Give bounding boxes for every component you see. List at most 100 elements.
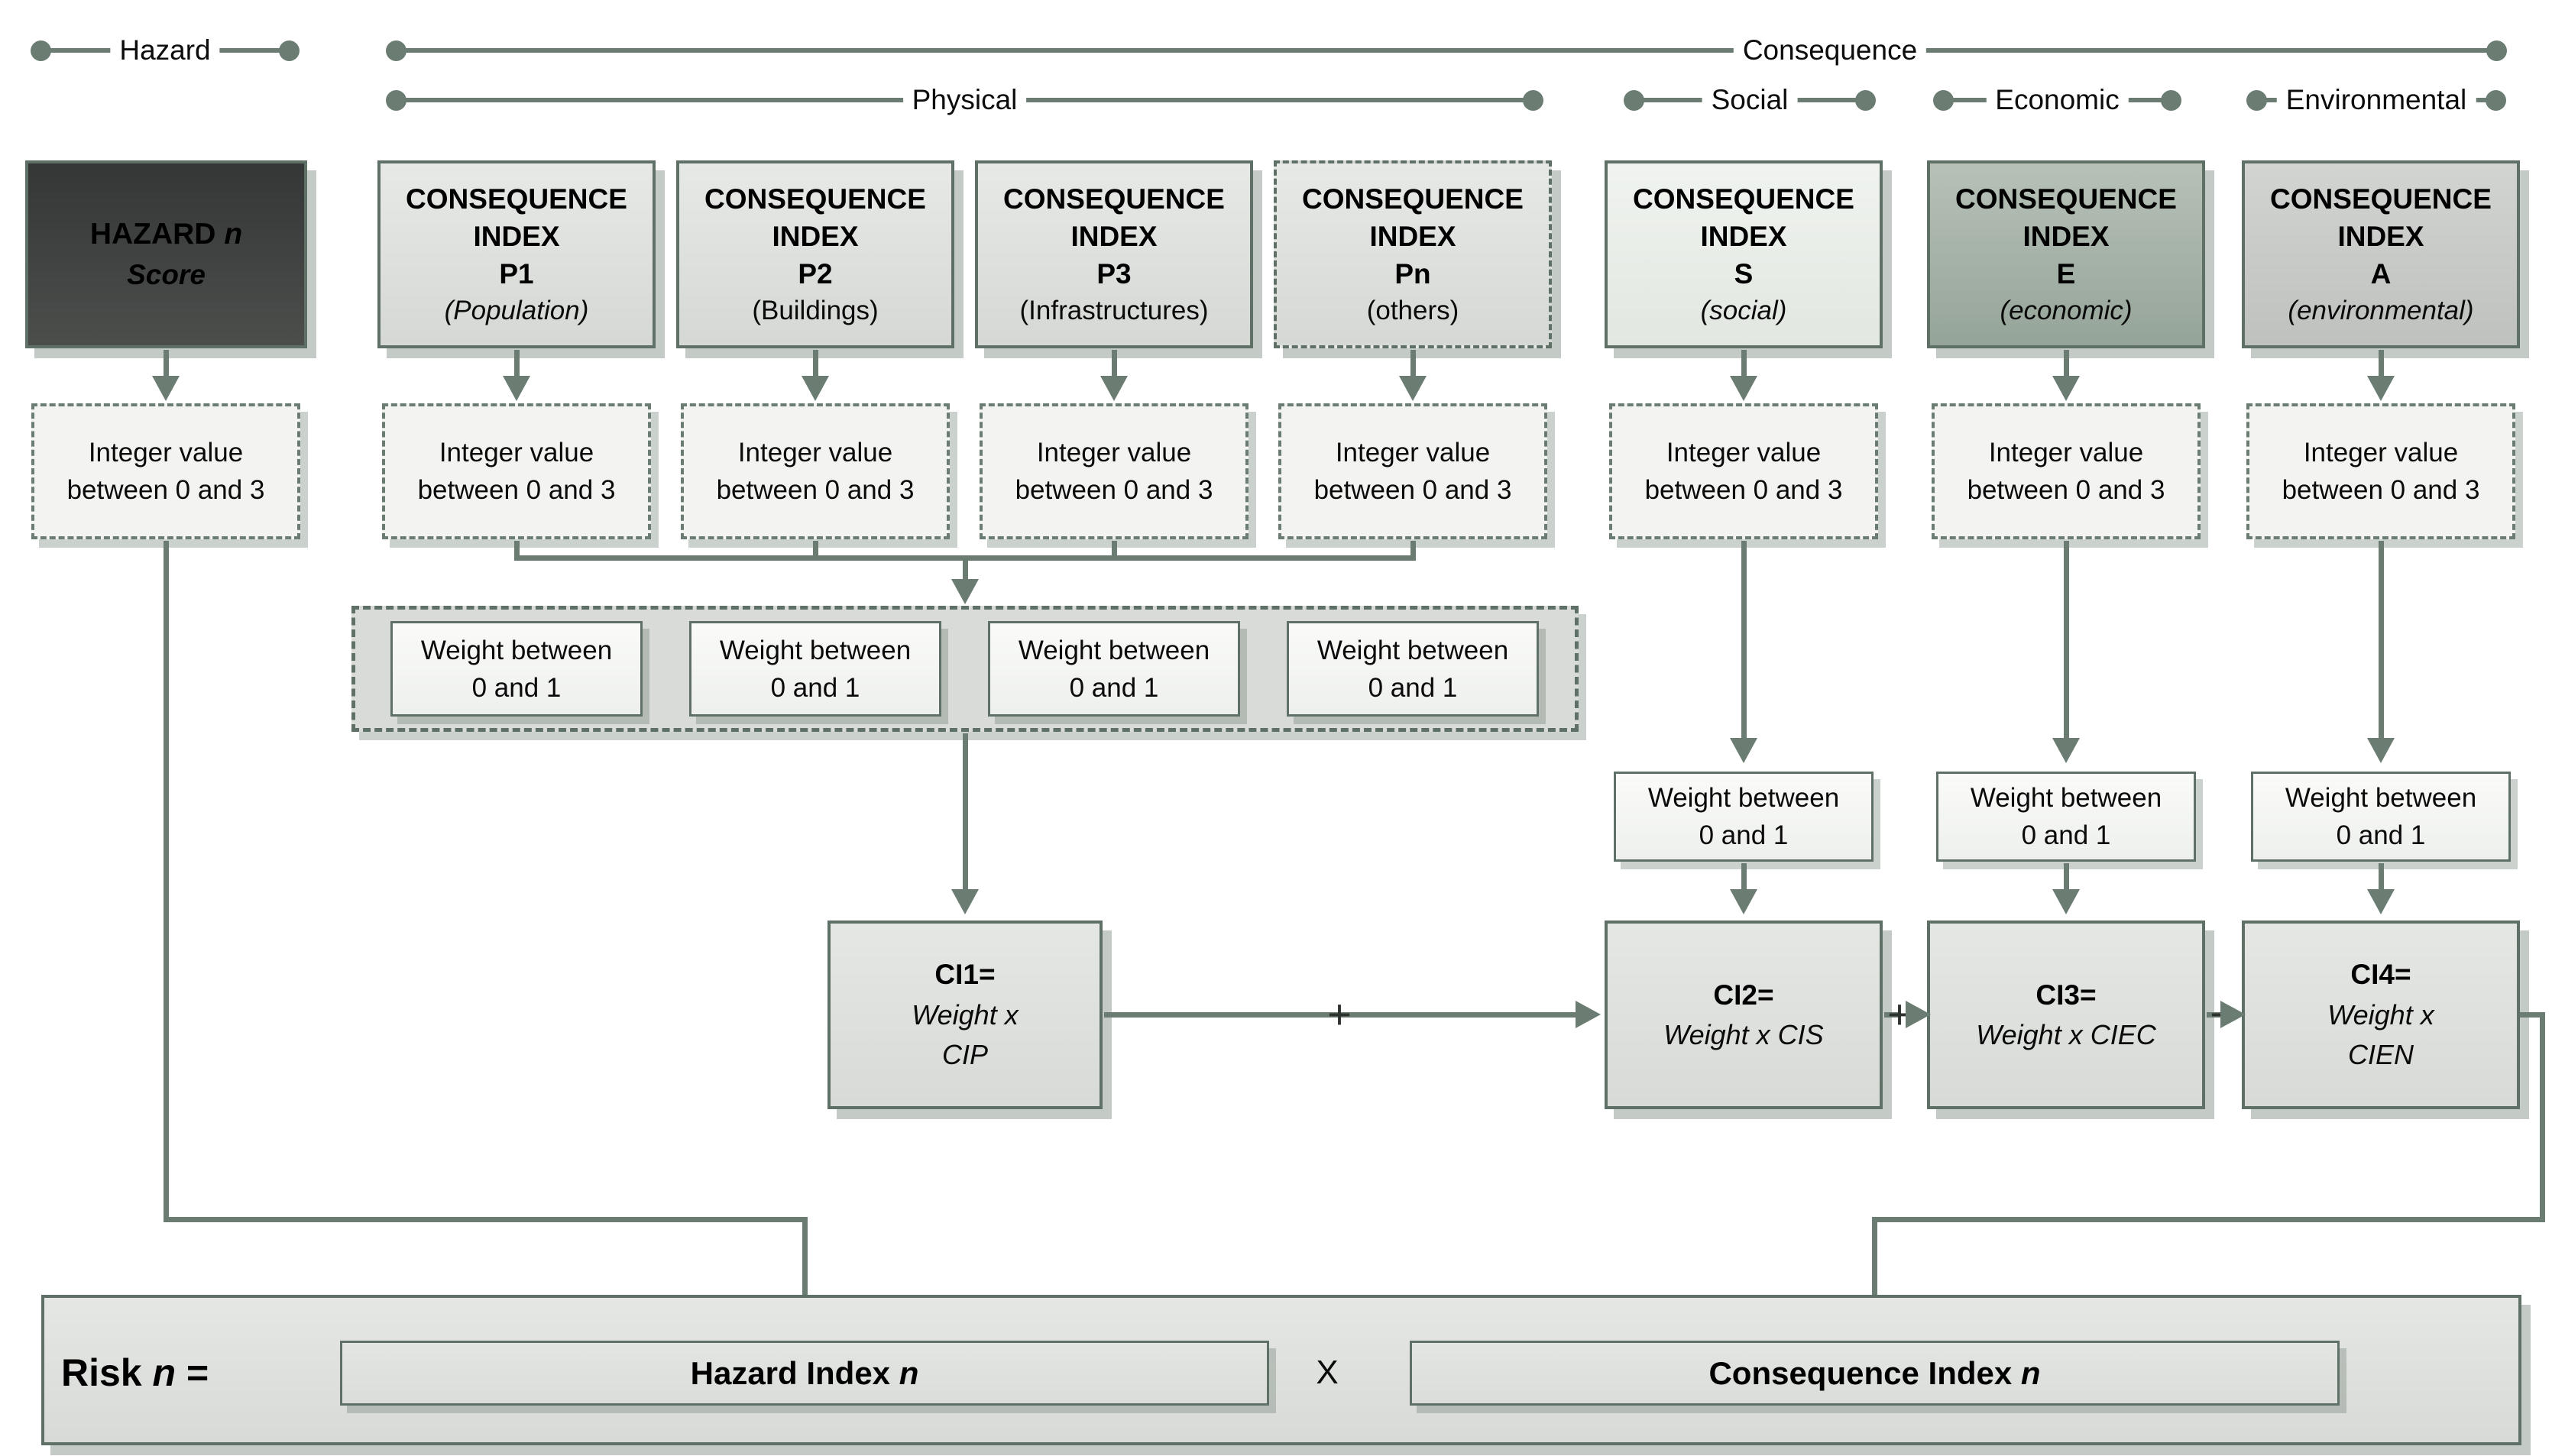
integer-value-text: between 0 and 3 [66, 475, 265, 505]
arrowhead-down [2367, 738, 2395, 763]
bracket-dot [2246, 90, 2267, 111]
integer-value-box-pn: Integer value between 0 and 3 [1278, 403, 1547, 539]
weight-box-environmental: Weight between 0 and 1 [2251, 772, 2511, 862]
arrowhead-down [1399, 376, 1427, 401]
integer-value-box-hazard: Integer value between 0 and 3 [31, 403, 300, 539]
weight-text: Weight between [719, 635, 912, 665]
arrowhead-down [951, 579, 979, 604]
connector-line [2379, 863, 2384, 892]
integer-value-text: between 0 and 3 [2282, 475, 2480, 505]
integer-value-text: Integer value [88, 438, 244, 468]
integer-value-text: between 0 and 3 [1644, 475, 1843, 505]
bracket-dot [1933, 90, 1954, 111]
integer-value-text: Integer value [1988, 438, 2144, 468]
bracket-consequence-label: Consequence [1733, 34, 1927, 66]
hazard-score-box: HAZARD n Score [25, 160, 307, 348]
connector-line [2064, 350, 2069, 379]
integer-value-text: Integer value [1036, 438, 1192, 468]
integer-value-text: between 0 and 3 [716, 475, 915, 505]
arrowhead-down [2052, 376, 2080, 401]
arrowhead-down [503, 376, 530, 401]
connector-line [1410, 350, 1416, 379]
integer-value-box-a: Integer value between 0 and 3 [2246, 403, 2515, 539]
weight-text: Weight between [1647, 783, 1840, 813]
weight-text: 0 and 1 [770, 672, 860, 703]
consequence-index-s-box: CONSEQUENCE INDEX S (social) [1605, 160, 1883, 348]
connector-line [164, 541, 169, 1222]
ci-title: CI1= [934, 959, 996, 991]
weight-box-p2: Weight between 0 and 1 [689, 621, 941, 717]
box-heading: CONSEQUENCE [704, 183, 926, 215]
integer-value-text: Integer value [439, 438, 594, 468]
box-label: (environmental) [2288, 295, 2474, 325]
integer-value-text: Integer value [2303, 438, 2459, 468]
bracket-dot [2486, 40, 2507, 61]
arrowhead-down [951, 889, 979, 914]
integer-value-text: Integer value [1335, 438, 1491, 468]
ci2-box: CI2= Weight x CIS [1605, 921, 1883, 1109]
connector-line [2379, 541, 2384, 741]
box-heading: CONSEQUENCE [2270, 183, 2492, 215]
bracket-dot [1523, 90, 1543, 111]
ci1-box: CI1= Weight x CIP [827, 921, 1103, 1109]
weight-box-economic: Weight between 0 and 1 [1936, 772, 2196, 862]
bracket-environmental-label: Environmental [2276, 84, 2476, 116]
box-heading: INDEX [2023, 221, 2110, 253]
box-heading: INDEX [1700, 221, 1787, 253]
ci-formula: CIP [941, 1039, 988, 1071]
weight-box-social: Weight between 0 and 1 [1614, 772, 1874, 862]
arrowhead-down [1730, 376, 1757, 401]
connector-line [164, 350, 169, 379]
box-heading: INDEX [473, 221, 560, 253]
multiply-operator: X [1316, 1354, 1339, 1391]
connector-line [2520, 1012, 2545, 1018]
arrowhead-down [1730, 738, 1757, 763]
weight-text: 0 and 1 [1069, 672, 1159, 703]
arrowhead-down [1730, 889, 1757, 914]
weight-text: Weight between [1970, 783, 2162, 813]
bracket-dot [2486, 90, 2506, 111]
weight-box-p1: Weight between 0 and 1 [390, 621, 643, 717]
box-label: (social) [1700, 295, 1787, 325]
connector-line [1112, 350, 1117, 379]
weight-box-p3: Weight between 0 and 1 [988, 621, 1240, 717]
plus-operator: + [1327, 992, 1352, 1037]
connector-line [963, 733, 968, 892]
integer-value-text: Integer value [1666, 438, 1822, 468]
ci-formula: CIEN [2347, 1039, 2414, 1071]
arrowhead-right [1906, 1001, 1931, 1028]
connector-line [514, 541, 520, 561]
hazard-index-box: Hazard Index n [340, 1341, 1269, 1406]
ci-title: CI2= [1713, 979, 1774, 1011]
ci-formula: Weight x CIEC [1976, 1019, 2156, 1051]
box-code: E [2056, 258, 2076, 290]
bracket-hazard-label: Hazard [110, 34, 220, 66]
consequence-index-a-box: CONSEQUENCE INDEX A (environmental) [2242, 160, 2520, 348]
ci-formula: Weight x [912, 999, 1019, 1031]
box-heading: INDEX [2337, 221, 2424, 253]
bracket-physical: Physical [386, 80, 1543, 120]
ci-title: CI4= [2350, 959, 2411, 991]
connector-line [2064, 541, 2069, 741]
box-code: Pn [1394, 258, 1431, 290]
integer-value-box-p1: Integer value between 0 and 3 [382, 403, 651, 539]
hazard-box-subtitle: Score [127, 259, 206, 291]
ci-formula: Weight x [2327, 999, 2434, 1031]
hazard-box-title: HAZARD n [89, 217, 243, 251]
bracket-dot [1624, 90, 1644, 111]
connector-line [1741, 541, 1747, 741]
box-heading: CONSEQUENCE [1302, 183, 1524, 215]
connector-line [2379, 350, 2384, 379]
integer-value-box-e: Integer value between 0 and 3 [1932, 403, 2201, 539]
ci-title: CI3= [2035, 979, 2097, 1011]
arrowhead-down [2367, 376, 2395, 401]
bracket-dot [386, 40, 406, 61]
connector-line [1741, 350, 1747, 379]
box-heading: INDEX [772, 221, 859, 253]
connector-line [963, 561, 968, 582]
integer-value-box-p2: Integer value between 0 and 3 [681, 403, 950, 539]
integer-value-box-p3: Integer value between 0 and 3 [980, 403, 1248, 539]
box-label: (economic) [2000, 295, 2133, 325]
connector-line [813, 350, 818, 379]
box-label: (others) [1366, 295, 1459, 325]
